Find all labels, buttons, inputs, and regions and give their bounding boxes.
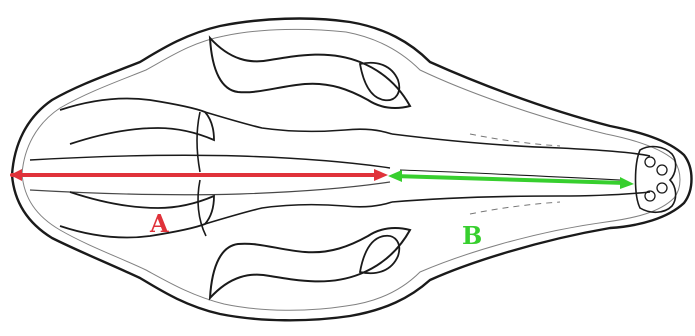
sagittal-crest-lower bbox=[30, 182, 390, 195]
skull-outline bbox=[12, 19, 692, 321]
sagittal-crest bbox=[30, 155, 390, 168]
arrowhead-b-end bbox=[620, 177, 634, 189]
zygomatic-arch-lower bbox=[210, 228, 410, 298]
label-b: B bbox=[462, 221, 482, 250]
rostrum-contour-lower bbox=[392, 192, 650, 202]
arrowhead-b-start bbox=[388, 170, 402, 182]
suture-upper bbox=[197, 112, 200, 172]
label-a: A bbox=[149, 209, 169, 238]
orbit-upper bbox=[360, 63, 399, 100]
zygomatic-arch-upper bbox=[210, 38, 410, 108]
braincase-contour-upper bbox=[60, 98, 214, 144]
rostrum-contour-upper bbox=[392, 134, 650, 156]
braincase-contour-lower bbox=[60, 192, 214, 238]
orbit-lower bbox=[360, 236, 399, 273]
frontal-ridge-upper bbox=[205, 112, 392, 134]
measurement-line-b bbox=[388, 170, 634, 189]
suture-lower bbox=[198, 180, 206, 236]
incisor-teeth bbox=[645, 157, 667, 201]
tooth-row-lower bbox=[470, 202, 560, 214]
frontal-ridge-lower bbox=[205, 202, 392, 224]
arrowhead-a-end bbox=[374, 169, 388, 181]
